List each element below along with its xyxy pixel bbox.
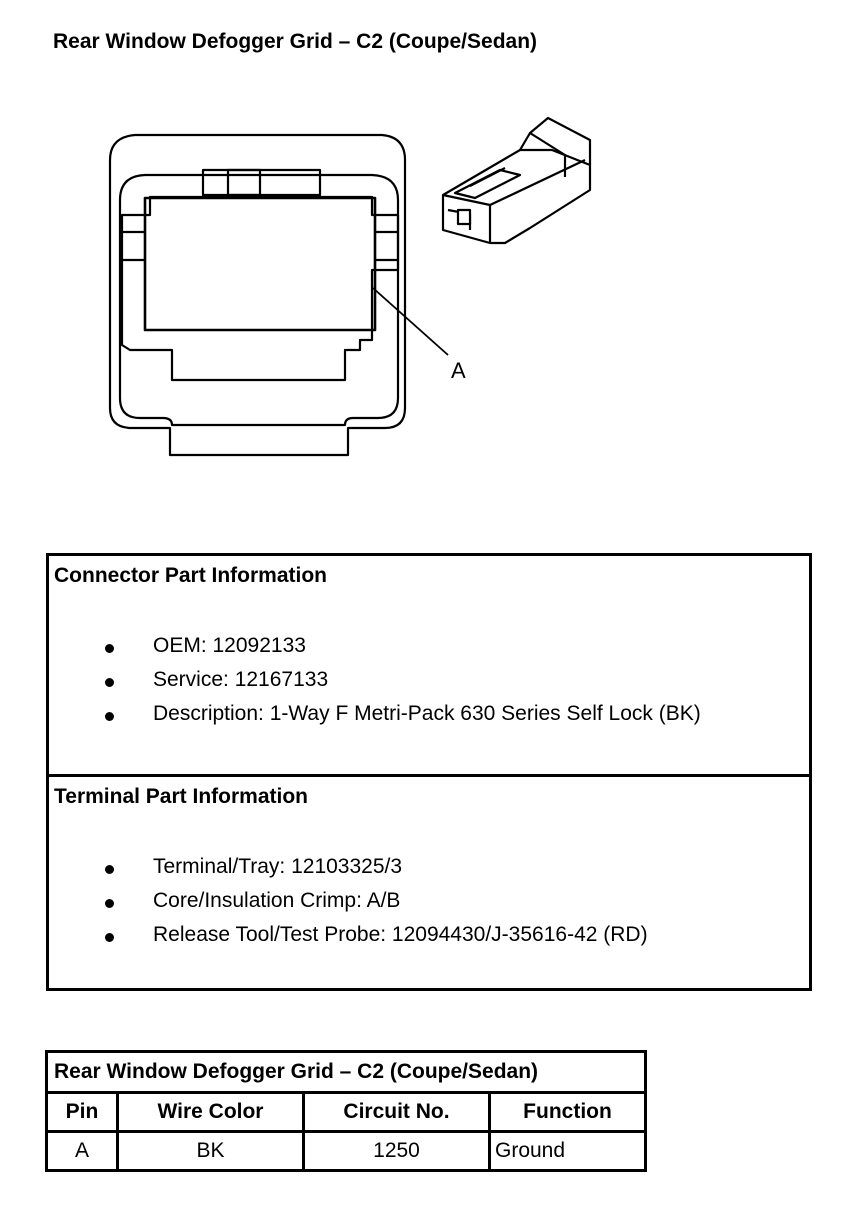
pinout-table: Rear Window Defogger Grid – C2 (Coupe/Se… — [45, 1050, 647, 1172]
connector-inner-frame — [118, 173, 400, 427]
cavity-outline — [120, 195, 400, 382]
terminal-part-info-heading: Terminal Part Information — [54, 785, 308, 808]
cell-pin: A — [45, 1130, 119, 1172]
column-header-function: Function — [488, 1091, 647, 1133]
cell-circuit-no: 1250 — [302, 1130, 491, 1172]
bullet-icon — [105, 678, 114, 687]
table-title: Rear Window Defogger Grid – C2 (Coupe/Se… — [45, 1050, 647, 1094]
column-header-wire-color: Wire Color — [116, 1091, 305, 1133]
bullet-icon — [105, 712, 114, 721]
cell-function: Ground — [488, 1130, 647, 1172]
crimp-info: Core/Insulation Crimp: A/B — [153, 889, 401, 912]
cell-wire-color: BK — [116, 1130, 305, 1172]
table-row: A BK 1250 Ground — [45, 1130, 647, 1172]
bullet-icon — [105, 644, 114, 653]
terminal-part-info-section: Terminal Part Information Terminal/Tray:… — [49, 777, 809, 988]
connector-diagram: A — [108, 116, 592, 457]
table-header-row: Pin Wire Color Circuit No. Function — [45, 1091, 647, 1133]
table-title-row: Rear Window Defogger Grid – C2 (Coupe/Se… — [45, 1050, 647, 1094]
connector-part-info-heading: Connector Part Information — [54, 564, 328, 587]
latch-tab-center — [226, 168, 262, 197]
bullet-icon — [105, 899, 114, 908]
cavity-a — [143, 196, 377, 332]
latch-tab — [201, 168, 322, 197]
service-part-number: Service: 12167133 — [153, 668, 329, 691]
column-header-pin: Pin — [45, 1091, 119, 1133]
release-tool: Release Tool/Test Probe: 12094430/J-3561… — [153, 923, 648, 946]
terminal-tray: Terminal/Tray: 12103325/3 — [153, 855, 403, 878]
connector-housing-outline — [108, 133, 407, 457]
column-header-circuit-no: Circuit No. — [302, 1091, 491, 1133]
part-information-box: Connector Part Information OEM: 12092133… — [46, 553, 812, 991]
page-title: Rear Window Defogger Grid – C2 (Coupe/Se… — [53, 30, 538, 53]
connector-description: Description: 1-Way F Metri-Pack 630 Seri… — [153, 702, 701, 725]
oem-part-number: OEM: 12092133 — [153, 634, 306, 657]
callout-label-a: A — [451, 358, 466, 383]
callout-leader — [372, 287, 449, 356]
connector-part-info-section: Connector Part Information OEM: 12092133… — [49, 556, 809, 777]
connector-isometric-view — [441, 116, 592, 245]
bullet-icon — [105, 933, 114, 942]
bullet-icon — [105, 865, 114, 874]
